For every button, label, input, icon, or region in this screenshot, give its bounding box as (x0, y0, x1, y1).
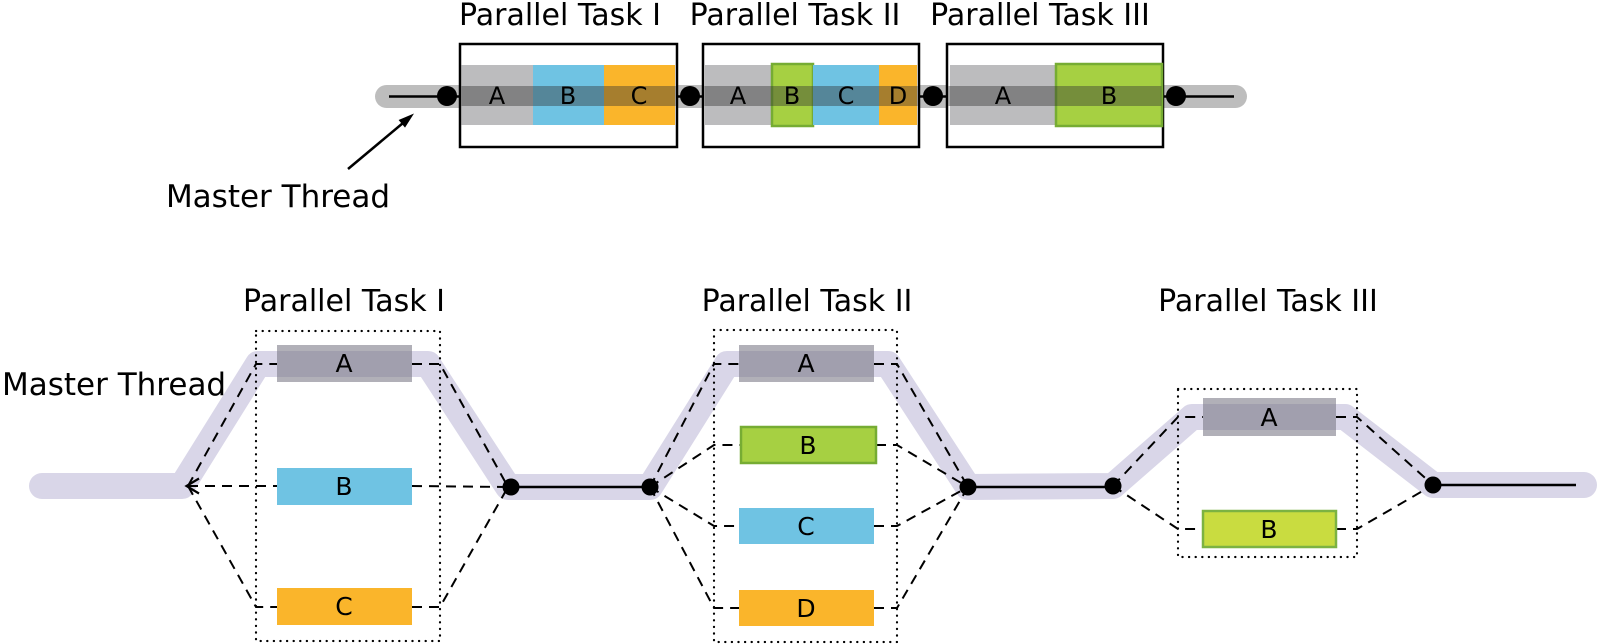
segment-b-label: B (560, 82, 576, 110)
bar-b (739, 425, 878, 465)
task1-dashes (187, 363, 509, 608)
bottom-task3-title: Parallel Task III (1158, 284, 1378, 319)
junction-dot (502, 478, 520, 496)
top-task1-title: Parallel Task I (459, 0, 661, 33)
bar-a (739, 345, 874, 382)
segment-c-label: C (838, 82, 855, 110)
junction-dot (923, 86, 943, 106)
junction-dot (1166, 86, 1186, 106)
bottom-task1-title: Parallel Task I (243, 284, 445, 319)
segment-a-label: A (489, 82, 506, 110)
serial-lines (513, 483, 1576, 489)
master-thread-label-top: Master Thread (166, 179, 390, 215)
callout-arrow-icon (347, 113, 414, 170)
bar-c-label: C (335, 592, 352, 621)
master-thread-label-bottom: Master Thread (2, 367, 226, 403)
segment-c-label: C (631, 82, 648, 110)
task1-dotted-box (254, 329, 442, 643)
bar-c-label: C (797, 512, 814, 541)
segment-d-label: D (889, 82, 907, 110)
bar-b (277, 468, 412, 505)
bottom-fork-join-diagram: Parallel Task I Parallel Task II Paralle… (2, 284, 1597, 644)
junction-dot (1104, 477, 1122, 495)
junction-dot (437, 86, 457, 106)
master-thread-overlay-stripe (461, 86, 676, 106)
master-thread-overlay-stripe (948, 86, 1162, 106)
segment-a (461, 65, 533, 125)
bar-a (1203, 398, 1336, 436)
bottom-task2-bars: A B C D (739, 345, 878, 626)
junction-dot (680, 86, 700, 106)
segment-b (533, 65, 604, 125)
top-task3-box: A B (945, 42, 1165, 149)
bottom-task3-bars: A B (1201, 398, 1338, 549)
bar-a-label: A (1260, 403, 1277, 432)
master-thread-overlay-stripe (704, 86, 918, 106)
bar-d (739, 590, 874, 626)
bar-a-label: A (797, 349, 814, 378)
segment-a (950, 65, 1056, 125)
segment-a-label: A (995, 82, 1012, 110)
segment-b (770, 62, 815, 128)
segment-c (813, 65, 879, 125)
task3-dotted-box (1176, 387, 1359, 559)
segment-d (879, 65, 917, 125)
top-task3-title: Parallel Task III (930, 0, 1150, 33)
segment-b (1054, 62, 1164, 128)
top-timeline-diagram: Parallel Task I Parallel Task II Paralle… (166, 0, 1247, 215)
fork-arrowhead-icon (184, 477, 200, 495)
bar-a (277, 345, 412, 382)
segment-b-label: B (1101, 82, 1117, 110)
bar-d-label: D (796, 594, 815, 623)
master-thread-band-bottom (29, 351, 1597, 500)
bar-b (1201, 509, 1338, 549)
bottom-task1-bars: A B C (277, 345, 412, 625)
top-task2-title: Parallel Task II (690, 0, 901, 33)
junction-dot (959, 478, 977, 496)
bar-c (739, 508, 874, 544)
bar-a-label: A (335, 349, 352, 378)
bottom-task2-title: Parallel Task II (702, 284, 913, 319)
bar-b-label: B (335, 472, 352, 501)
segment-a (705, 65, 772, 125)
segment-b-label: B (784, 82, 800, 110)
top-task1-box: A B C (458, 42, 679, 149)
bar-b-label: B (799, 431, 816, 460)
bar-b-label: B (1260, 515, 1277, 544)
segment-a-label: A (730, 82, 747, 110)
bar-c (277, 588, 412, 625)
task2-dotted-box (712, 328, 899, 644)
junction-dot (641, 478, 659, 496)
junction-dot (1424, 476, 1442, 494)
top-task2-box: A B C D (701, 42, 921, 149)
segment-c (604, 65, 675, 125)
task-boundaries (254, 328, 1359, 644)
